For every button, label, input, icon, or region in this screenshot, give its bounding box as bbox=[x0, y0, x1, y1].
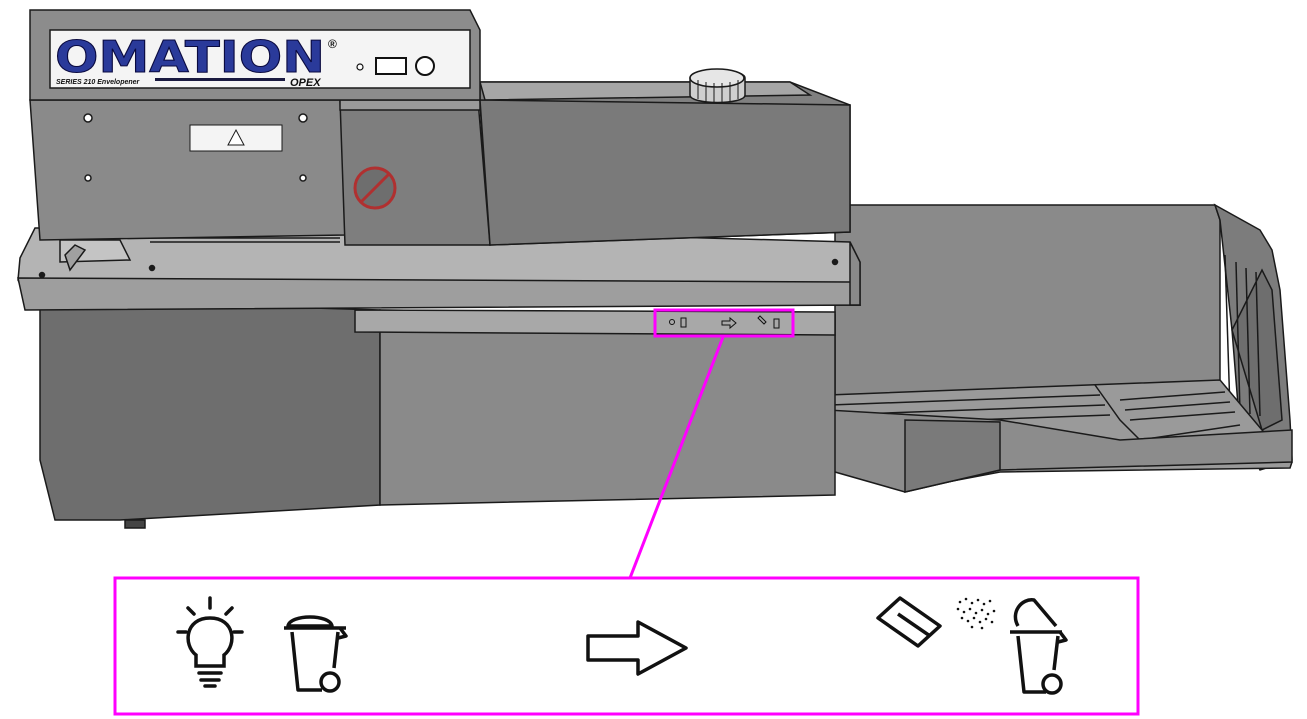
open-trash-bin-icon bbox=[1010, 598, 1068, 695]
brand-logo: OMATION bbox=[55, 32, 325, 83]
counter-display bbox=[375, 57, 407, 75]
main-housing bbox=[29, 9, 851, 246]
maker-label: OPEX bbox=[290, 77, 321, 89]
output-tray bbox=[827, 203, 1293, 493]
waste-label-miniature bbox=[669, 315, 780, 330]
series-label: SERIES 210 Envelopener bbox=[56, 79, 141, 86]
feed-table bbox=[17, 227, 862, 311]
callout-box bbox=[113, 576, 1140, 716]
trash-bin-icon bbox=[284, 615, 348, 693]
envelope-icon bbox=[876, 596, 942, 648]
waste-label-highlight bbox=[653, 308, 795, 338]
status-led bbox=[356, 63, 364, 71]
light-bulb-icon bbox=[176, 596, 244, 688]
machine-base bbox=[39, 299, 836, 529]
control-panel: OMATION ® SERIES 210 Envelopener OPEX bbox=[55, 32, 435, 89]
right-arrow-icon bbox=[586, 620, 688, 676]
brand-registered-mark: ® bbox=[328, 37, 337, 51]
start-button[interactable] bbox=[415, 56, 435, 76]
dust-particles-icon bbox=[956, 597, 996, 630]
callout-connector bbox=[628, 336, 725, 579]
